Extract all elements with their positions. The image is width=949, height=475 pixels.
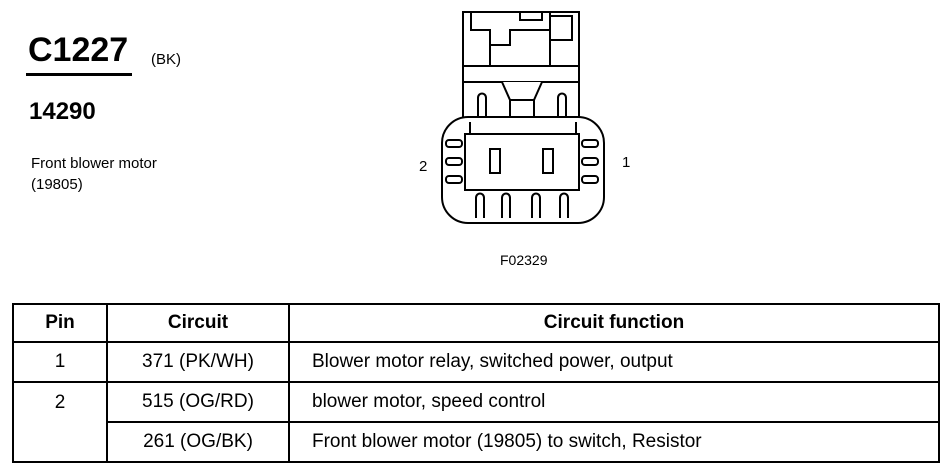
connector-id: C1227 [28,31,129,69]
terminal-pin-2 [489,148,501,174]
latch-detail [470,12,551,46]
figure-code: F02329 [500,252,548,268]
table-row: 2 515 (OG/RD) blower motor, speed contro… [12,381,940,423]
terminal-pin-1 [542,148,554,174]
function-cell: Blower motor relay, switched power, outp… [288,341,940,383]
table-row: 1 371 (PK/WH) Blower motor relay, switch… [12,341,940,383]
column-header-pin: Pin [12,303,108,343]
pin-cell: 1 [12,341,108,383]
bottom-rib [501,192,511,218]
latch-detail-2 [519,12,543,21]
circuit-cell: 515 (OG/RD) [106,381,290,423]
table-header-row: Pin Circuit Circuit function [12,303,940,343]
column-header-circuit: Circuit [106,303,290,343]
function-cell: Front blower motor (19805) to switch, Re… [288,421,940,463]
connector-face-diagram [441,11,605,224]
side-rib [445,157,463,166]
side-rib [581,157,599,166]
side-rib [581,139,599,148]
side-rib [445,139,463,148]
connector-color-code: (BK) [151,51,181,68]
bottom-rib [559,192,569,218]
side-rib [445,175,463,184]
connector-id-underline [26,73,132,76]
connector-description: Front blower motor (19805) [31,153,157,195]
pin-cell [12,422,108,463]
connector-face [464,133,580,191]
circuit-cell: 371 (PK/WH) [106,341,290,383]
pin-1-label: 1 [622,154,631,171]
circuit-cell: 261 (OG/BK) [106,421,290,463]
pin-table: Pin Circuit Circuit function 1 371 (PK/W… [12,303,940,463]
side-rib [581,175,599,184]
latch-slot [549,15,573,41]
function-cell: blower motor, speed control [288,381,940,423]
column-header-function: Circuit function [288,303,940,343]
bottom-rib [531,192,541,218]
description-line-2: (19805) [31,176,83,193]
bottom-rib [475,192,485,218]
part-number: 14290 [29,98,96,125]
description-line-1: Front blower motor [31,155,157,172]
pin-2-label: 2 [419,158,428,175]
pin-cell: 2 [12,381,108,422]
table-row: 261 (OG/BK) Front blower motor (19805) t… [12,421,940,463]
